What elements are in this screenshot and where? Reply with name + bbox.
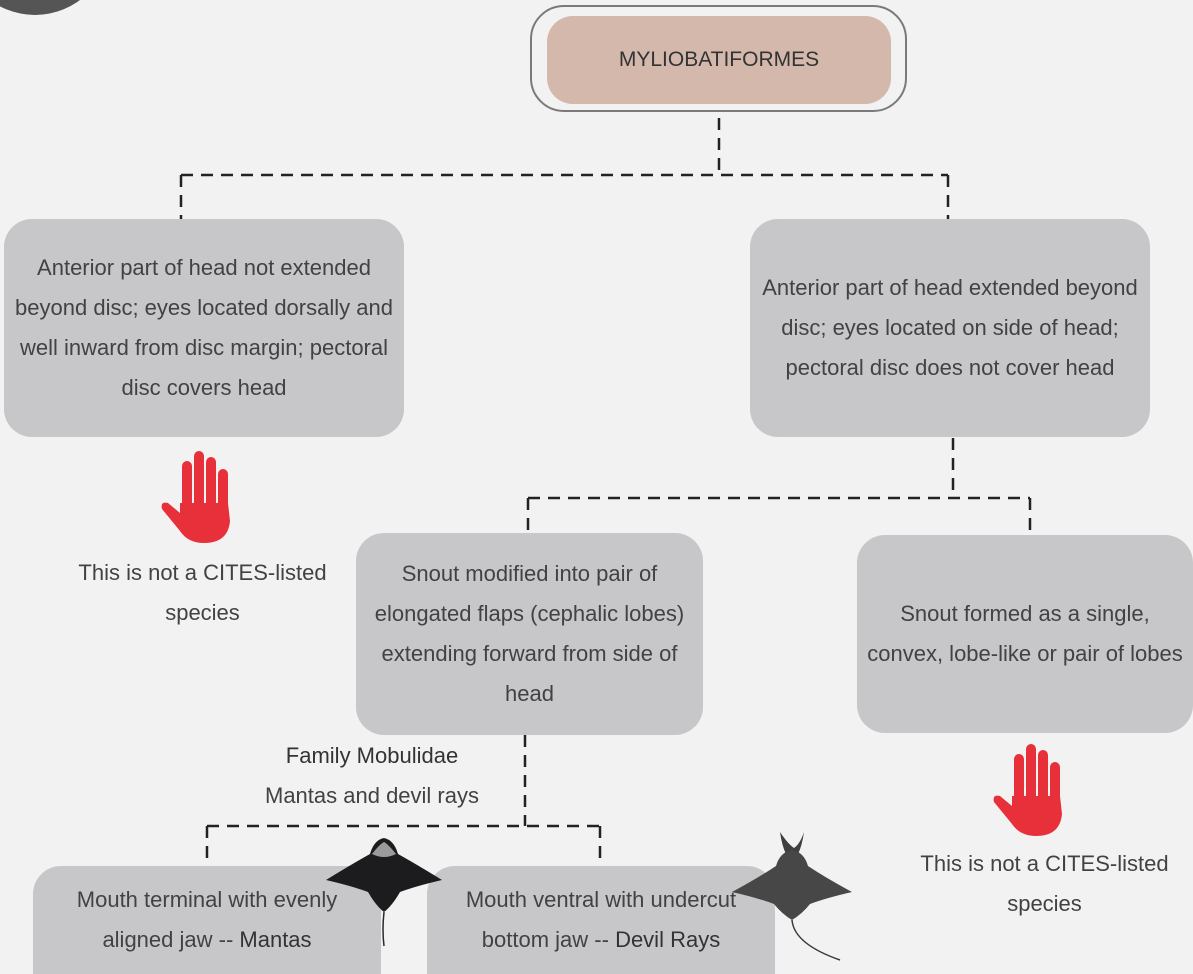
not-cites-note-left-text: This is not a CITES-listed species	[78, 560, 327, 625]
family-name: Family Mobulidae	[285, 743, 459, 768]
node-snout-single-text: Snout formed as a single, convex, lobe-l…	[867, 601, 1183, 666]
node-head-extended: Anterior part of head extended beyond di…	[750, 219, 1150, 437]
family-common-name: Mantas and devil rays	[265, 783, 479, 808]
node-head-not-extended: Anterior part of head not extended beyon…	[4, 219, 404, 437]
node-devil-text: Mouth ventral with undercut bottom jaw -…	[465, 887, 737, 952]
root-node: MYLIOBATIFORMES	[547, 16, 891, 104]
node-snout-single: Snout formed as a single, convex, lobe-l…	[857, 535, 1193, 733]
devil-ray-image	[732, 832, 852, 961]
node-mantas: Mouth terminal with evenly aligned jaw -…	[33, 866, 381, 974]
node-devil-rays: Mouth ventral with undercut bottom jaw -…	[427, 866, 775, 974]
node-snout-flaps-text: Snout modified into pair of elongated fl…	[374, 561, 685, 706]
node-devil-text-wrap: Mouth ventral with undercut bottom jaw -…	[435, 880, 767, 960]
stop-hand-icon	[161, 451, 230, 543]
node-mantas-text-wrap: Mouth terminal with evenly aligned jaw -…	[41, 880, 373, 960]
not-cites-note-right-text: This is not a CITES-listed species	[920, 851, 1169, 916]
node-mantas-text: Mouth terminal with evenly aligned jaw -…	[76, 887, 338, 952]
stop-hand-icon	[993, 744, 1062, 836]
node-head-extended-text: Anterior part of head extended beyond di…	[762, 275, 1138, 380]
node-snout-flaps: Snout modified into pair of elongated fl…	[356, 533, 703, 735]
not-cites-note-right: This is not a CITES-listed species	[902, 844, 1187, 924]
node-devil-bold: Devil Rays	[615, 927, 721, 952]
family-label: Family Mobulidae Mantas and devil rays	[222, 736, 522, 816]
root-label: MYLIOBATIFORMES	[618, 48, 820, 71]
node-mantas-bold: Mantas	[239, 927, 312, 952]
manta-ray-image	[326, 838, 442, 947]
not-cites-note-left: This is not a CITES-listed species	[60, 553, 345, 633]
node-head-not-extended-text: Anterior part of head not extended beyon…	[15, 255, 393, 400]
